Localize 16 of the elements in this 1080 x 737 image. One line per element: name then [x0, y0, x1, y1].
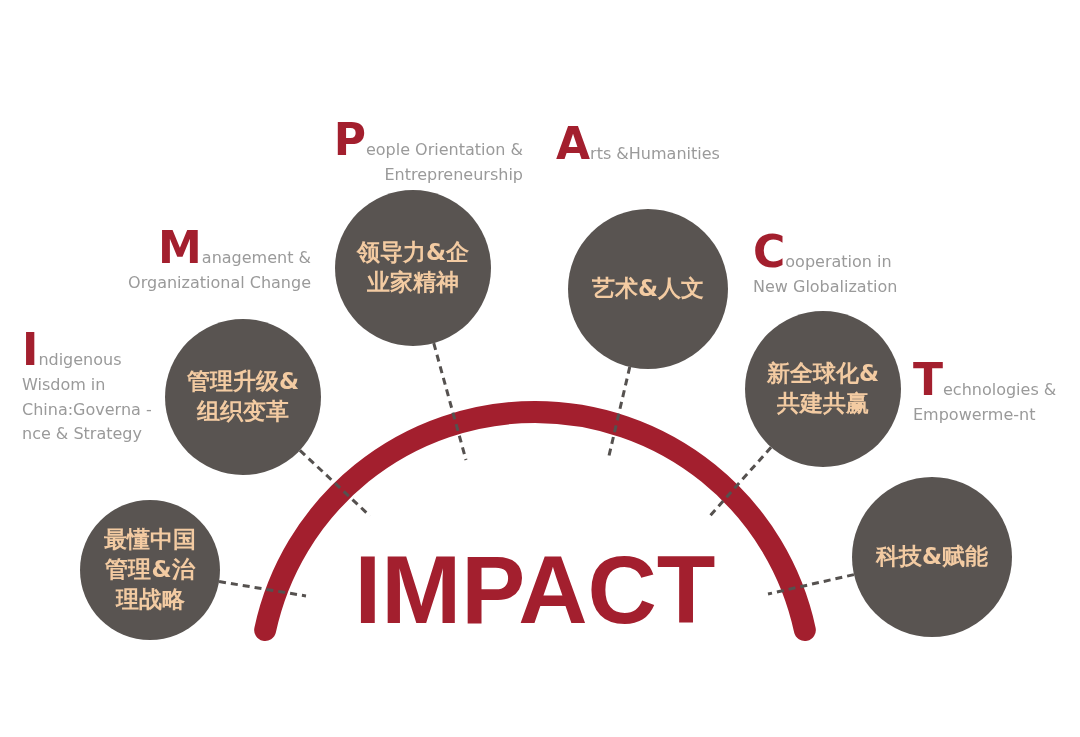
dashed-connector — [432, 342, 468, 461]
topic-description: Arts &Humanities — [556, 124, 721, 167]
dashed-connector — [218, 580, 307, 598]
topic-description: People Orientation & Entrepreneurship — [332, 120, 523, 186]
topic-title: 科技&赋能 — [874, 542, 990, 572]
topic-description: Cooperation in New Globalization — [753, 232, 899, 298]
topic-description: Management & Organizational Change — [127, 228, 311, 294]
topic-title: 最懂中国管理&治理战略 — [103, 525, 197, 614]
dashed-connector — [767, 573, 855, 596]
topic-title: 领导力&企业家精神 — [355, 238, 471, 297]
dashed-connector — [298, 449, 372, 518]
central-title: IMPACT — [354, 542, 716, 638]
topic-title: 管理升级&组织变革 — [185, 367, 301, 426]
topic-title: 艺术&人文 — [590, 274, 706, 304]
topic-description: Technologies & Empowerme-nt — [913, 360, 1058, 426]
topic-title: 新全球化&共建共赢 — [765, 359, 881, 418]
